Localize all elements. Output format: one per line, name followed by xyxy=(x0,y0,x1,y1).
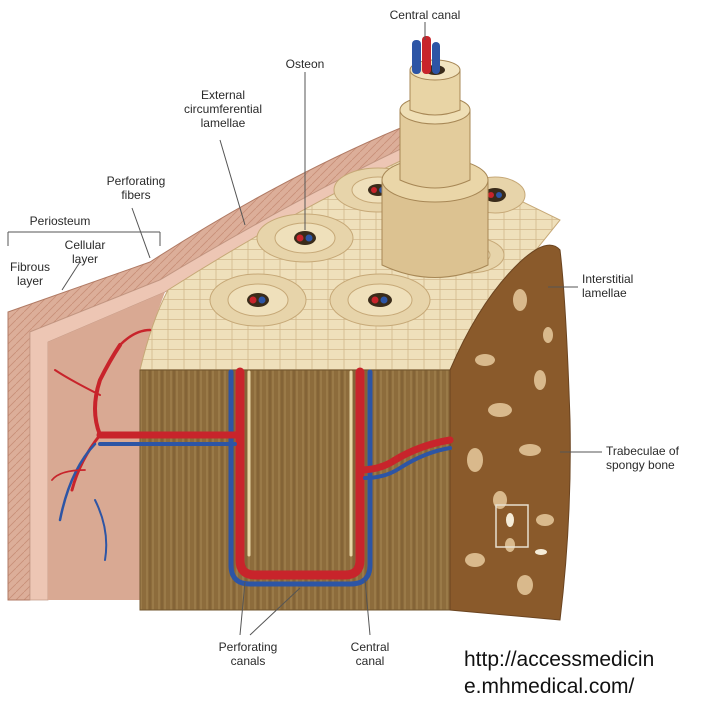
label-external-line-2: circumferential xyxy=(168,102,278,116)
label-fibrous-layer: Fibrous layer xyxy=(2,260,58,288)
label-interstitial-line-2: lamellae xyxy=(582,286,633,300)
central-canal-vessels xyxy=(412,36,440,74)
label-cellular-layer: Cellular layer xyxy=(52,238,118,266)
label-external-circumferential-lamellae: External circumferential lamellae xyxy=(168,88,278,130)
source-credit: http://accessmedicin e.mhmedical.com/ xyxy=(464,646,654,700)
telescoped-osteon xyxy=(382,60,488,278)
label-perforating-fibers: Perforating fibers xyxy=(96,174,176,202)
label-perforating-canals: Perforating canals xyxy=(200,640,296,668)
label-trabeculae-spongy-bone: Trabeculae of spongy bone xyxy=(606,444,679,472)
label-central-canal-bottom-line-2: canal xyxy=(334,654,406,668)
label-trabeculae-line-2: spongy bone xyxy=(606,458,679,472)
label-perforating-canals-line-2: canals xyxy=(200,654,296,668)
label-central-canal-top: Central canal xyxy=(368,8,482,22)
label-central-canal-bottom: Central canal xyxy=(334,640,406,668)
label-central-canal-bottom-line-1: Central xyxy=(334,640,406,654)
label-perforating-canals-line-1: Perforating xyxy=(200,640,296,654)
label-external-line-1: External xyxy=(168,88,278,102)
label-cellular-line-2: layer xyxy=(52,252,118,266)
label-osteon: Osteon xyxy=(272,57,338,71)
label-periosteum: Periosteum xyxy=(12,214,108,228)
label-perforating-fibers-line-2: fibers xyxy=(96,188,176,202)
label-fibrous-line-2: layer xyxy=(2,274,58,288)
label-interstitial-line-1: Interstitial xyxy=(582,272,633,286)
label-interstitial-lamellae: Interstitial lamellae xyxy=(582,272,633,300)
label-external-line-3: lamellae xyxy=(168,116,278,130)
label-perforating-fibers-line-1: Perforating xyxy=(96,174,176,188)
source-credit-line-2: e.mhmedical.com/ xyxy=(464,673,654,700)
source-credit-line-1: http://accessmedicin xyxy=(464,646,654,673)
label-trabeculae-line-1: Trabeculae of xyxy=(606,444,679,458)
label-cellular-line-1: Cellular xyxy=(52,238,118,252)
label-fibrous-line-1: Fibrous xyxy=(2,260,58,274)
